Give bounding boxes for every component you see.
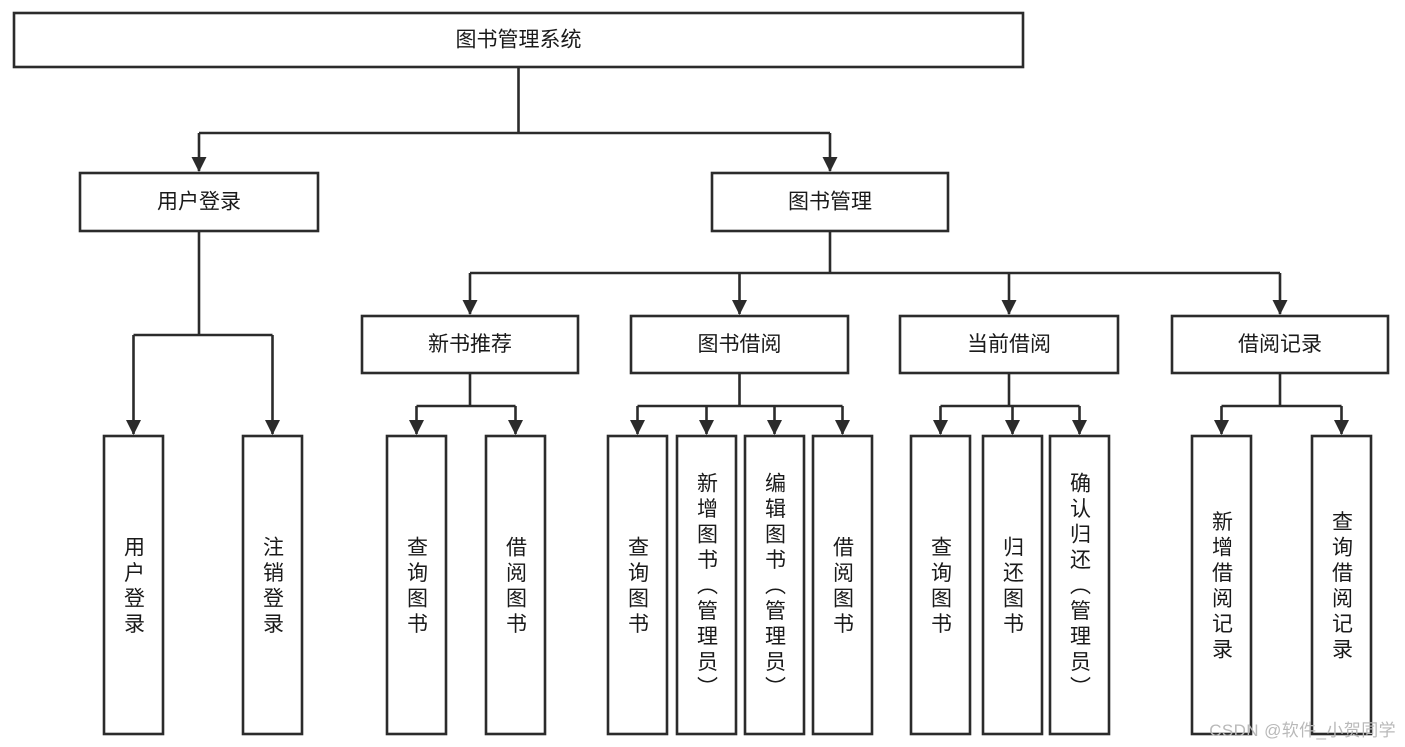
arrow-head-icon: [732, 300, 747, 315]
arrow-head-icon: [462, 300, 478, 315]
arrow-head-icon: [508, 420, 523, 435]
node-leaf-bb-edit-book[interactable]: 编辑图书︵管理员︶: [743, 434, 806, 736]
arrow-head-icon: [265, 420, 280, 435]
node-leaf-bb-borrow-book[interactable]: 借阅图书: [811, 434, 874, 736]
node-box[interactable]: [1190, 434, 1253, 736]
node-label: 借阅图书: [833, 536, 854, 636]
node-leaf-bb-add-book[interactable]: 新增图书︵管理员︶: [675, 434, 738, 736]
node-leaf-user-login[interactable]: 用户登录: [102, 434, 165, 736]
node-label: 图书管理: [788, 191, 872, 214]
node-label: 确认归还︵管理员︶: [1070, 473, 1091, 700]
node-leaf-cb-query-book[interactable]: 查询图书: [909, 434, 972, 736]
node-label: 查询图书: [931, 536, 952, 636]
node-layer: 图书管理系统用户登录图书管理新书推荐图书借阅当前借阅借阅记录用户登录注销登录查询…: [12, 11, 1390, 736]
arrow-head-icon: [1272, 300, 1288, 315]
node-label: 用户登录: [124, 536, 145, 636]
node-box[interactable]: [606, 434, 669, 736]
node-label: 新书推荐: [428, 333, 512, 356]
node-box[interactable]: [710, 171, 950, 233]
node-leaf-cb-return-book[interactable]: 归还图书: [981, 434, 1044, 736]
arrow-head-icon: [1334, 420, 1349, 435]
node-label: 用户登录: [157, 191, 241, 214]
arrow-head-icon: [1001, 300, 1017, 315]
node-label: 查询图书: [407, 536, 428, 636]
node-label: 注销登录: [263, 536, 284, 636]
node-label: 编辑图书︵管理员︶: [765, 473, 786, 700]
node-label: 当前借阅: [967, 333, 1051, 356]
node-user-login[interactable]: 用户登录: [78, 171, 320, 233]
node-box[interactable]: [1170, 314, 1390, 375]
arrow-head-icon: [699, 420, 714, 435]
node-box[interactable]: [675, 434, 738, 736]
node-box[interactable]: [743, 434, 806, 736]
node-label: 图书管理系统: [456, 29, 582, 52]
node-label: 查询借阅记录: [1332, 511, 1353, 662]
node-new-book-rec[interactable]: 新书推荐: [360, 314, 580, 375]
node-current-borrow[interactable]: 当前借阅: [898, 314, 1120, 375]
node-label: 新增图书︵管理员︶: [697, 473, 718, 700]
node-box[interactable]: [241, 434, 304, 736]
node-leaf-user-logout[interactable]: 注销登录: [241, 434, 304, 736]
arrow-head-icon: [191, 157, 207, 172]
node-label: 查询图书: [628, 536, 649, 636]
arrow-head-icon: [767, 420, 782, 435]
node-book-manage[interactable]: 图书管理: [710, 171, 950, 233]
node-box[interactable]: [629, 314, 850, 375]
node-leaf-br-add-record[interactable]: 新增借阅记录: [1190, 434, 1253, 736]
node-label: 借阅记录: [1238, 333, 1322, 356]
node-borrow-record[interactable]: 借阅记录: [1170, 314, 1390, 375]
node-box[interactable]: [12, 11, 1025, 69]
node-root-system[interactable]: 图书管理系统: [12, 11, 1025, 69]
arrow-head-icon: [822, 157, 838, 172]
node-box[interactable]: [102, 434, 165, 736]
node-leaf-cb-confirm-return[interactable]: 确认归还︵管理员︶: [1048, 434, 1111, 736]
node-box[interactable]: [385, 434, 448, 736]
arrow-head-icon: [409, 420, 424, 435]
arrow-head-icon: [126, 420, 141, 435]
node-box[interactable]: [78, 171, 320, 233]
arrow-head-icon: [835, 420, 850, 435]
node-label: 图书借阅: [698, 333, 782, 356]
arrow-head-icon: [1072, 420, 1087, 435]
arrow-head-icon: [1005, 420, 1020, 435]
arrow-head-icon: [933, 420, 948, 435]
connector-layer: [126, 67, 1349, 435]
node-box[interactable]: [360, 314, 580, 375]
node-box[interactable]: [898, 314, 1120, 375]
arrow-head-icon: [630, 420, 645, 435]
node-label: 归还图书: [1003, 536, 1024, 636]
node-leaf-bb-query-book[interactable]: 查询图书: [606, 434, 669, 736]
node-box[interactable]: [1048, 434, 1111, 736]
node-book-borrow[interactable]: 图书借阅: [629, 314, 850, 375]
node-box[interactable]: [909, 434, 972, 736]
arrow-head-icon: [1214, 420, 1229, 435]
node-label: 新增借阅记录: [1212, 511, 1233, 662]
node-leaf-rec-borrow-book[interactable]: 借阅图书: [484, 434, 547, 736]
node-box[interactable]: [811, 434, 874, 736]
node-box[interactable]: [1310, 434, 1373, 736]
node-leaf-rec-query-book[interactable]: 查询图书: [385, 434, 448, 736]
node-box[interactable]: [981, 434, 1044, 736]
node-box[interactable]: [484, 434, 547, 736]
node-label: 借阅图书: [506, 536, 527, 636]
node-leaf-br-query-record[interactable]: 查询借阅记录: [1310, 434, 1373, 736]
